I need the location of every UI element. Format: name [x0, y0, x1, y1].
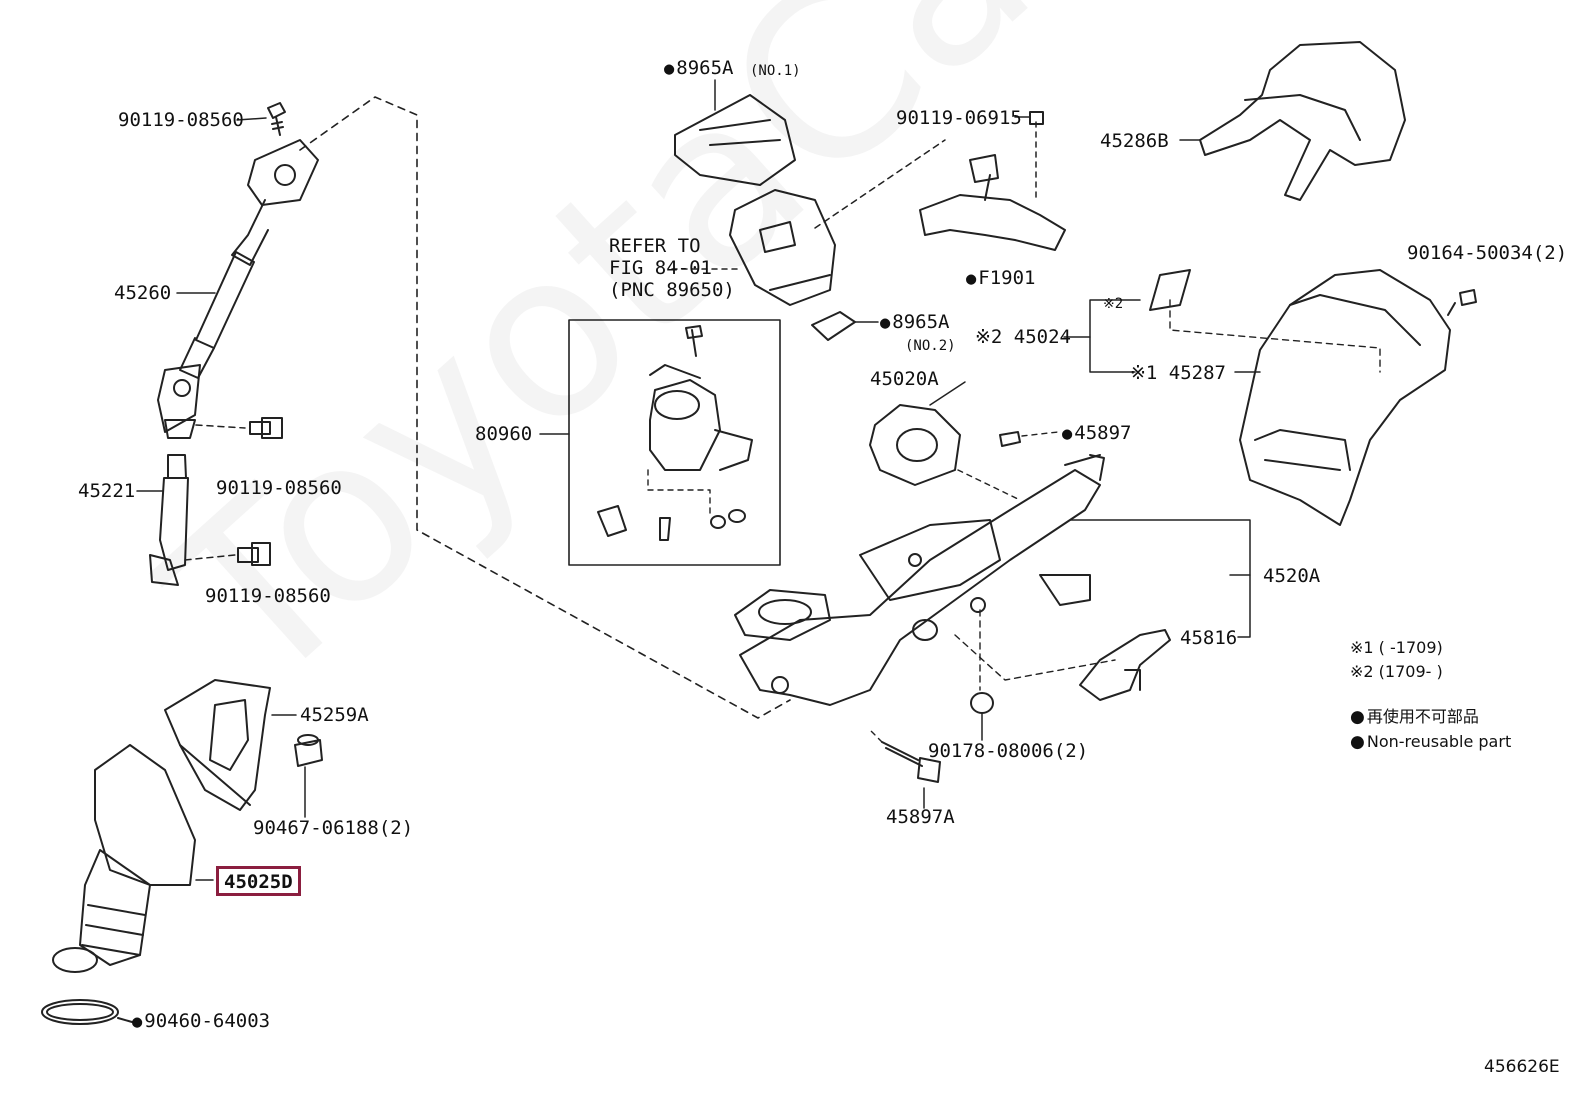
clip-part [294, 734, 323, 767]
part-label-90119-08560[interactable]: 90119-08560 [118, 109, 244, 131]
bolt-part [869, 729, 941, 783]
part-label-45221[interactable]: 45221 [78, 480, 136, 502]
part-label-45816[interactable]: 45816 [1180, 627, 1238, 649]
part-label-45024[interactable]: ※2 45024 [975, 326, 1071, 348]
legend-note-1: ※1 ( -1709) [1350, 638, 1443, 657]
steering-column-assy-part [734, 454, 1105, 706]
part-label-45897[interactable]: 45897 [1062, 422, 1131, 445]
dashed-guide [954, 634, 1116, 681]
motor-subassy-box [568, 319, 781, 566]
part-label-8965a-no2[interactable]: 8965A [880, 311, 949, 334]
part-label-no1-note: (NO.1) [750, 63, 801, 79]
part-label-80960[interactable]: 80960 [475, 423, 533, 445]
intermediate-shaft-part [157, 139, 319, 439]
bolt-part [267, 102, 286, 136]
lower-column-cover-part [1239, 269, 1451, 526]
part-label-no2-note: (NO.2) [905, 338, 956, 354]
part-label-f1901[interactable]: F1901 [966, 267, 1035, 290]
part-label-4520a[interactable]: 4520A [1263, 565, 1321, 587]
band-clamp-part [41, 999, 133, 1025]
bolt-part [1447, 289, 1477, 316]
part-label-45286b[interactable]: 45286B [1100, 130, 1169, 152]
part-label-45259a[interactable]: 45259A [300, 704, 369, 726]
part-label-90178-08006[interactable]: 90178-08006(2) [928, 740, 1089, 762]
part-label-90119-08560[interactable]: 90119-08560 [205, 585, 331, 607]
part-label-90119-08560[interactable]: 90119-08560 [216, 477, 342, 499]
motor-part [597, 325, 753, 541]
part-label-90460-64003[interactable]: 90460-64003 [132, 1010, 270, 1033]
bolt-part [195, 417, 283, 439]
column-hole-boot-part [52, 744, 196, 973]
part-label-90164-50034[interactable]: 90164-50034(2) [1407, 242, 1568, 264]
yoke-shaft-part [149, 454, 271, 586]
legend-non-reusable-jp: 再使用不可部品 [1350, 706, 1479, 728]
refer-note-line1: REFER TO [609, 235, 701, 257]
wire-harness-part [919, 111, 1066, 251]
dashed-guide [1169, 299, 1381, 373]
part-label-45287[interactable]: ※1 45287 [1130, 362, 1226, 384]
computer-cover-part [674, 94, 796, 186]
steering-ecu-part [729, 189, 836, 306]
refer-note-line3: (PNC 89650) [609, 279, 735, 301]
sheet-id: 456626E [1484, 1057, 1560, 1077]
version-mark-2: ※2 [1103, 296, 1124, 312]
part-label-45020a[interactable]: 45020A [870, 368, 939, 390]
column-hole-cover-part [164, 679, 271, 811]
part-label-45025d-highlighted[interactable]: 45025D [216, 866, 301, 896]
bolt-part [999, 431, 1059, 447]
upper-column-cover-part [1199, 41, 1406, 201]
legend-note-2: ※2 (1709- ) [1350, 662, 1443, 681]
part-label-8965a-no1[interactable]: 8965A [664, 57, 733, 80]
legend-non-reusable-en: Non-reusable part [1350, 731, 1511, 753]
part-label-90467-06188[interactable]: 90467-06188(2) [253, 817, 414, 839]
leader-lines [136, 79, 1261, 881]
steering-lock-actuator-part [869, 404, 1021, 501]
part-label-45260[interactable]: 45260 [114, 282, 172, 304]
bracket-line [1089, 299, 1141, 373]
dashed-guide [814, 139, 946, 229]
bracket-line [1069, 519, 1251, 638]
column-bracket-part [1079, 629, 1171, 701]
part-label-45897a[interactable]: 45897A [886, 806, 955, 828]
part-label-90119-06915[interactable]: 90119-06915 [896, 107, 1022, 129]
dashed-guide [299, 96, 791, 719]
refer-note-line2[interactable]: FIG 84-01 [609, 257, 712, 279]
caution-label-part [1149, 269, 1191, 311]
